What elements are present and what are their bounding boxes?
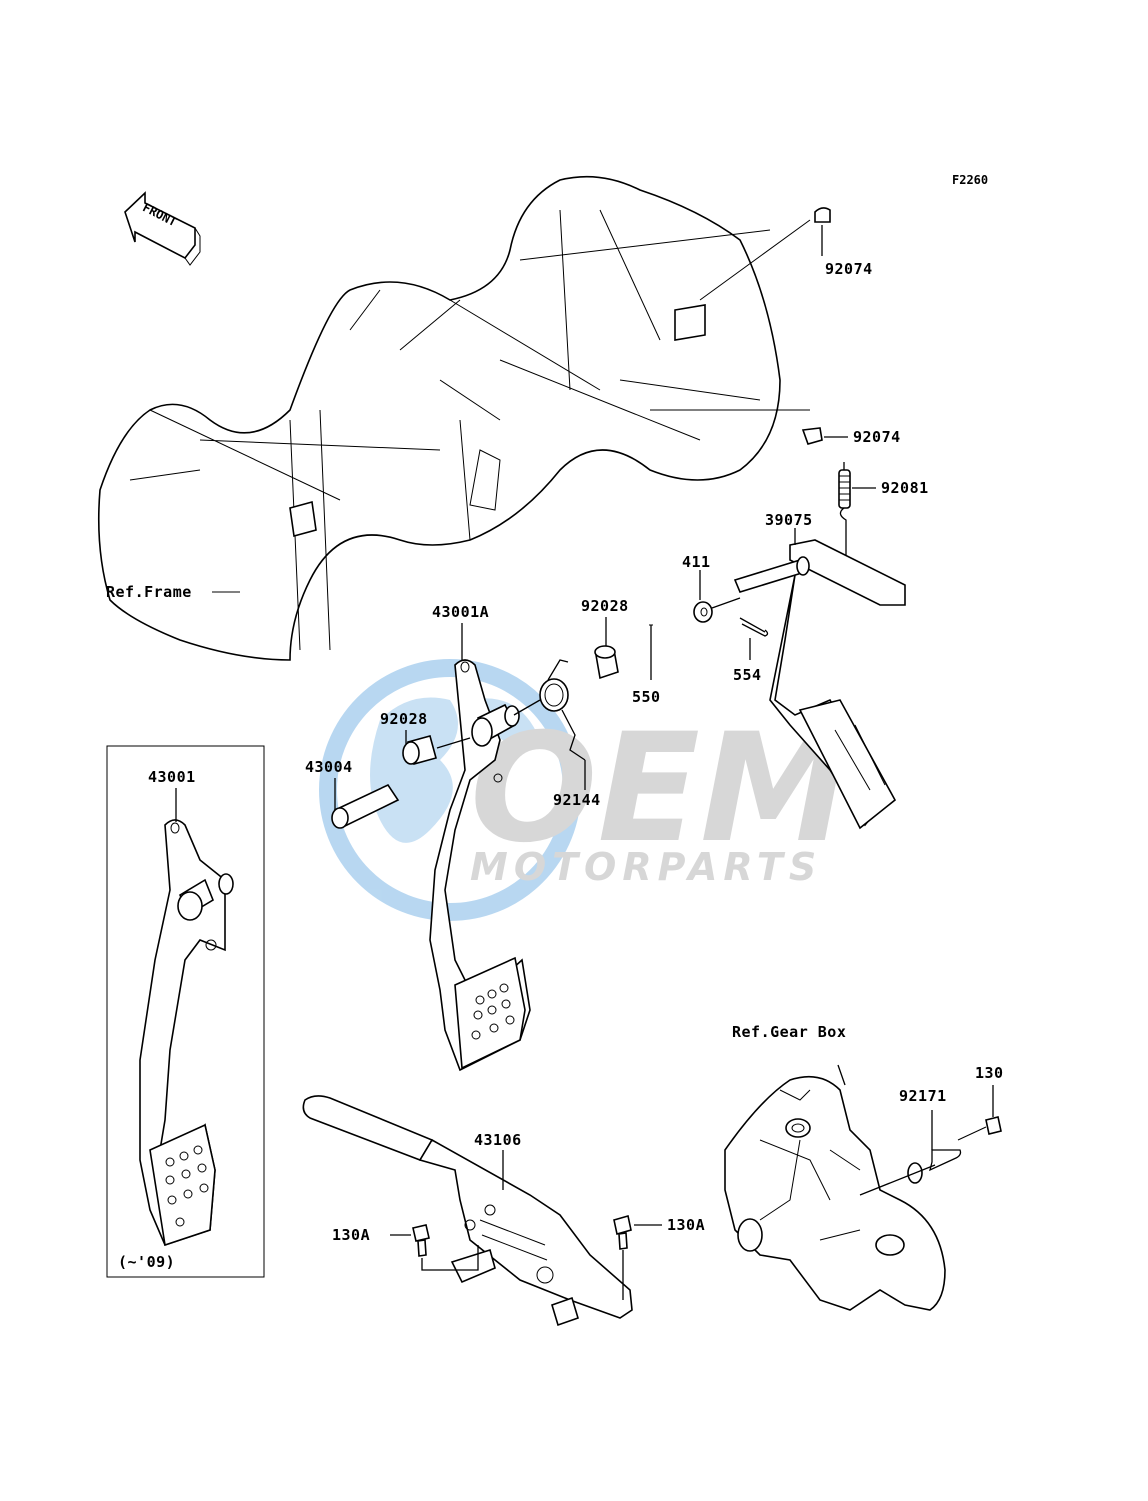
callout-550: 550 xyxy=(632,688,661,706)
part-554-pin xyxy=(739,617,769,660)
callout-39075: 39075 xyxy=(765,511,813,529)
part-92074-mid xyxy=(801,427,848,445)
part-43004-pin xyxy=(331,778,400,829)
callout-92171: 92171 xyxy=(899,1087,947,1105)
part-92074-top xyxy=(814,207,831,256)
callout-43004: 43004 xyxy=(305,758,353,776)
part-92028-left-bushing xyxy=(402,730,471,765)
callout-43001: 43001 xyxy=(148,768,196,786)
inset-box xyxy=(106,745,265,1278)
part-92171-clip xyxy=(859,1110,962,1196)
part-92081-spring xyxy=(838,462,876,578)
part-43001A-pedal xyxy=(429,623,531,1072)
part-43106-lever xyxy=(302,1095,633,1327)
part-130A-right-bolt xyxy=(613,1214,662,1300)
frame-reference xyxy=(97,175,811,661)
callout-130A-right: 130A xyxy=(667,1216,705,1234)
callout-92074-top: 92074 xyxy=(825,260,873,278)
inset-note: (~'09) xyxy=(118,1253,175,1271)
callout-92144: 92144 xyxy=(553,791,601,809)
front-arrow-icon: FRONT xyxy=(124,191,201,266)
watermark-brand: OEM xyxy=(470,702,849,876)
callout-92028-top: 92028 xyxy=(581,597,629,615)
part-411-washer xyxy=(693,570,741,623)
callout-411: 411 xyxy=(682,553,711,571)
watermark-sub: MOTORPARTS xyxy=(470,845,822,889)
callout-92028-left: 92028 xyxy=(380,710,428,728)
part-130A-left-bolt xyxy=(390,1224,479,1271)
part-550-pin xyxy=(649,624,653,680)
ref-frame-label: Ref.Frame xyxy=(106,583,192,601)
ref-gear-box-label: Ref.Gear Box xyxy=(732,1023,846,1041)
figure-code: F2260 xyxy=(952,173,988,187)
callout-130: 130 xyxy=(975,1064,1004,1082)
callout-130A-left: 130A xyxy=(332,1226,370,1244)
gear-box-reference xyxy=(724,1064,946,1311)
watermark: OEM MOTORPARTS xyxy=(319,659,849,921)
callout-554: 554 xyxy=(733,666,762,684)
part-92028-top-bushing xyxy=(594,617,619,680)
part-39075-pedal xyxy=(733,528,906,830)
callout-43001A: 43001A xyxy=(432,603,489,621)
callout-43106: 43106 xyxy=(474,1131,522,1149)
part-92144-spring xyxy=(513,659,586,790)
part-130-bolt xyxy=(957,1085,1002,1141)
callout-92074-mid: 92074 xyxy=(853,428,901,446)
callout-92081: 92081 xyxy=(881,479,929,497)
